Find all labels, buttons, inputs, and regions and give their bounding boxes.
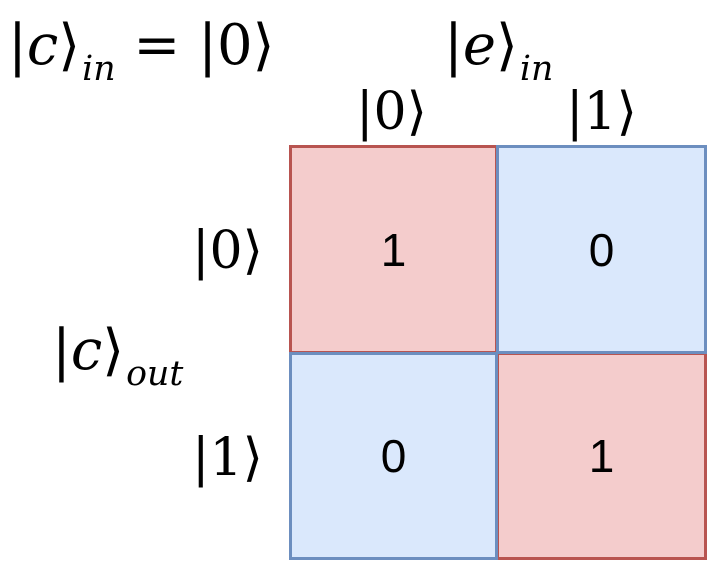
c-in-subscript: in — [82, 48, 116, 89]
column-header-0: |0⟩ — [356, 82, 427, 142]
c-in-symbol: c — [26, 13, 59, 78]
row-header-0-value: 0 — [209, 221, 243, 281]
matrix-cell-1-1: 1 — [496, 352, 707, 560]
column-header-1-value: 1 — [583, 82, 617, 142]
row-header-0: |0⟩ — [192, 221, 263, 281]
row-header-1-value: 1 — [209, 428, 243, 488]
c-in-equation: |c⟩in = |0⟩ — [8, 13, 275, 89]
e-in-subscript: in — [519, 48, 554, 89]
c-out-label: |c⟩out — [52, 318, 184, 394]
c-in-value: 0 — [216, 13, 253, 78]
column-header-0-value: 0 — [373, 82, 407, 142]
e-in-label: |e⟩in — [444, 13, 554, 89]
row-header-1: |1⟩ — [192, 428, 263, 488]
matrix-cell-0-1: 0 — [496, 145, 707, 354]
matrix-cell-1-0: 0 — [289, 352, 498, 560]
matrix-cell-0-0: 1 — [289, 145, 498, 354]
c-out-symbol: c — [70, 318, 103, 383]
c-out-subscript: out — [126, 353, 184, 394]
c-in-equals: = — [133, 13, 181, 78]
e-in-symbol: e — [462, 13, 497, 78]
column-header-1: |1⟩ — [566, 82, 637, 142]
